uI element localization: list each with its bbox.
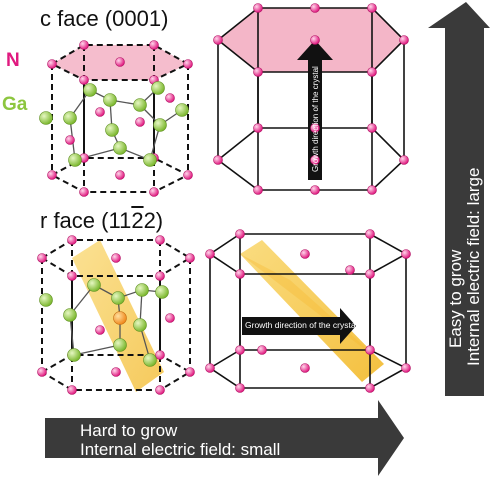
r-face-label-mid: 1 <box>119 208 132 233</box>
vertical-arrow-shape <box>428 2 490 396</box>
n-atom-label: N <box>6 50 20 71</box>
c-face-prism <box>213 3 409 195</box>
c-face-label: c face (0001) <box>40 6 169 31</box>
growth-arrow-horizontal <box>242 308 356 344</box>
horizontal-arrow <box>45 400 404 476</box>
horizontal-arrow-shape <box>45 400 404 476</box>
hard-to-grow-label: Hard to grow <box>80 421 178 440</box>
r-prism-plane <box>240 240 384 382</box>
c-face-atomic-structure <box>39 40 193 197</box>
vertical-arrow <box>428 2 490 396</box>
r-face-label-start: r face (1 <box>40 208 120 233</box>
r-face-atomic-structure <box>37 235 195 395</box>
ga-atom-label: Ga <box>2 94 28 115</box>
field-small-label: Internal electric field: small <box>80 440 281 459</box>
r-face-label-bar: 2 <box>131 208 144 233</box>
r-face-label: r face (1122) <box>40 208 163 234</box>
growth-label-horizontal: Growth direction of the crystal <box>245 320 358 330</box>
field-large-label: Internal electric field: large <box>464 167 483 366</box>
growth-label-vertical: Growth direction of the crystal <box>311 66 320 172</box>
r-face-prism <box>205 229 411 393</box>
easy-to-grow-label: Easy to grow <box>446 249 465 348</box>
growth-arrow-vertical <box>297 40 333 180</box>
r-face-label-end: 2) <box>143 208 164 233</box>
